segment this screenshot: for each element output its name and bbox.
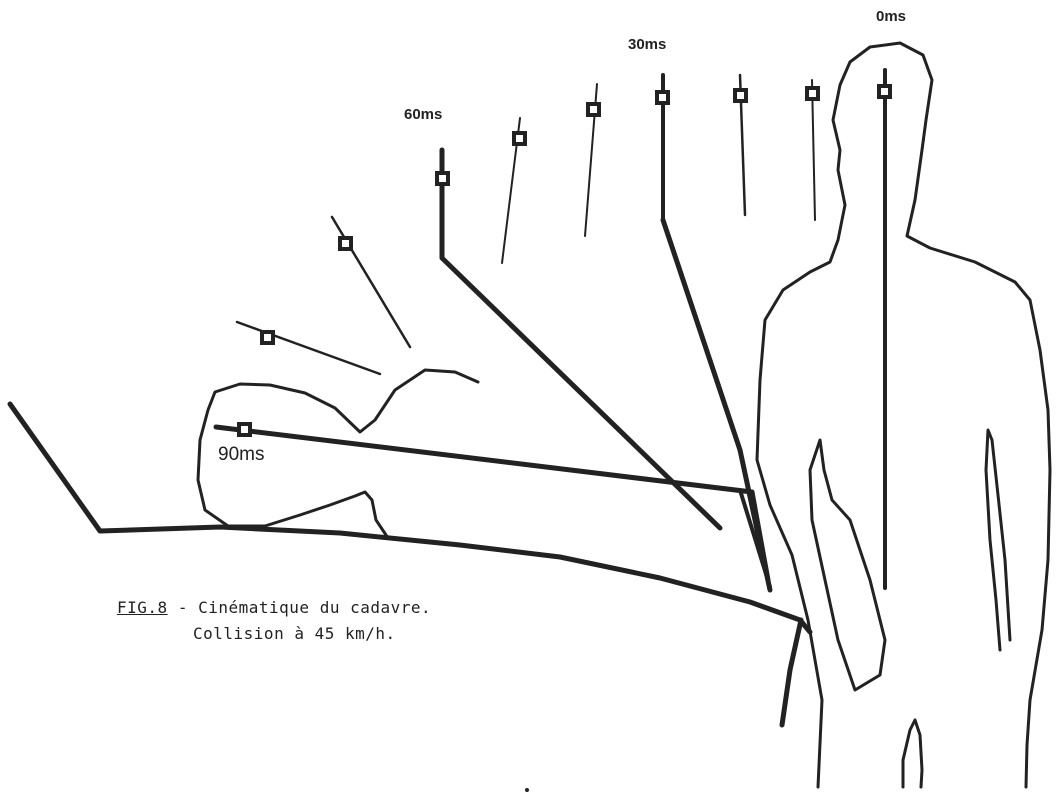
caption-line-2: Collision à 45 km/h. — [193, 624, 396, 643]
caption-line-1: Cinématique du cadavre. — [198, 598, 431, 617]
label-60ms: 60ms — [404, 106, 442, 123]
legs-gap — [903, 720, 922, 787]
label-90ms: 90ms — [218, 444, 264, 466]
head-marker-40ms — [588, 104, 599, 115]
head-marker-80ms — [262, 332, 273, 343]
body-axis-90ms — [216, 427, 768, 580]
label-0ms: 0ms — [876, 8, 906, 25]
figure-caption: FIG.8 - Cinématique du cadavre. — [117, 598, 431, 617]
figure-number: FIG.8 — [117, 598, 168, 617]
head-marker-70ms — [340, 238, 351, 249]
standing-body-silhouette — [757, 43, 1050, 787]
left-arm-outline — [810, 440, 885, 690]
head-marker-0ms — [879, 86, 890, 97]
head-marker-30ms — [657, 92, 668, 103]
body-axis-80ms — [237, 322, 380, 374]
car-front-outline — [782, 620, 801, 725]
figure-caption-line-2-row: Collision à 45 km/h. — [193, 624, 396, 643]
head-marker-20ms — [735, 90, 746, 101]
head-marker-90ms — [239, 424, 250, 435]
head-marker-60ms — [437, 173, 448, 184]
head-marker-50ms — [514, 133, 525, 144]
stray-mark — [525, 788, 529, 792]
right-arm-outline — [986, 430, 1010, 650]
head-marker-10ms — [807, 88, 818, 99]
caption-separator: - — [178, 598, 188, 617]
label-30ms: 30ms — [628, 36, 666, 53]
